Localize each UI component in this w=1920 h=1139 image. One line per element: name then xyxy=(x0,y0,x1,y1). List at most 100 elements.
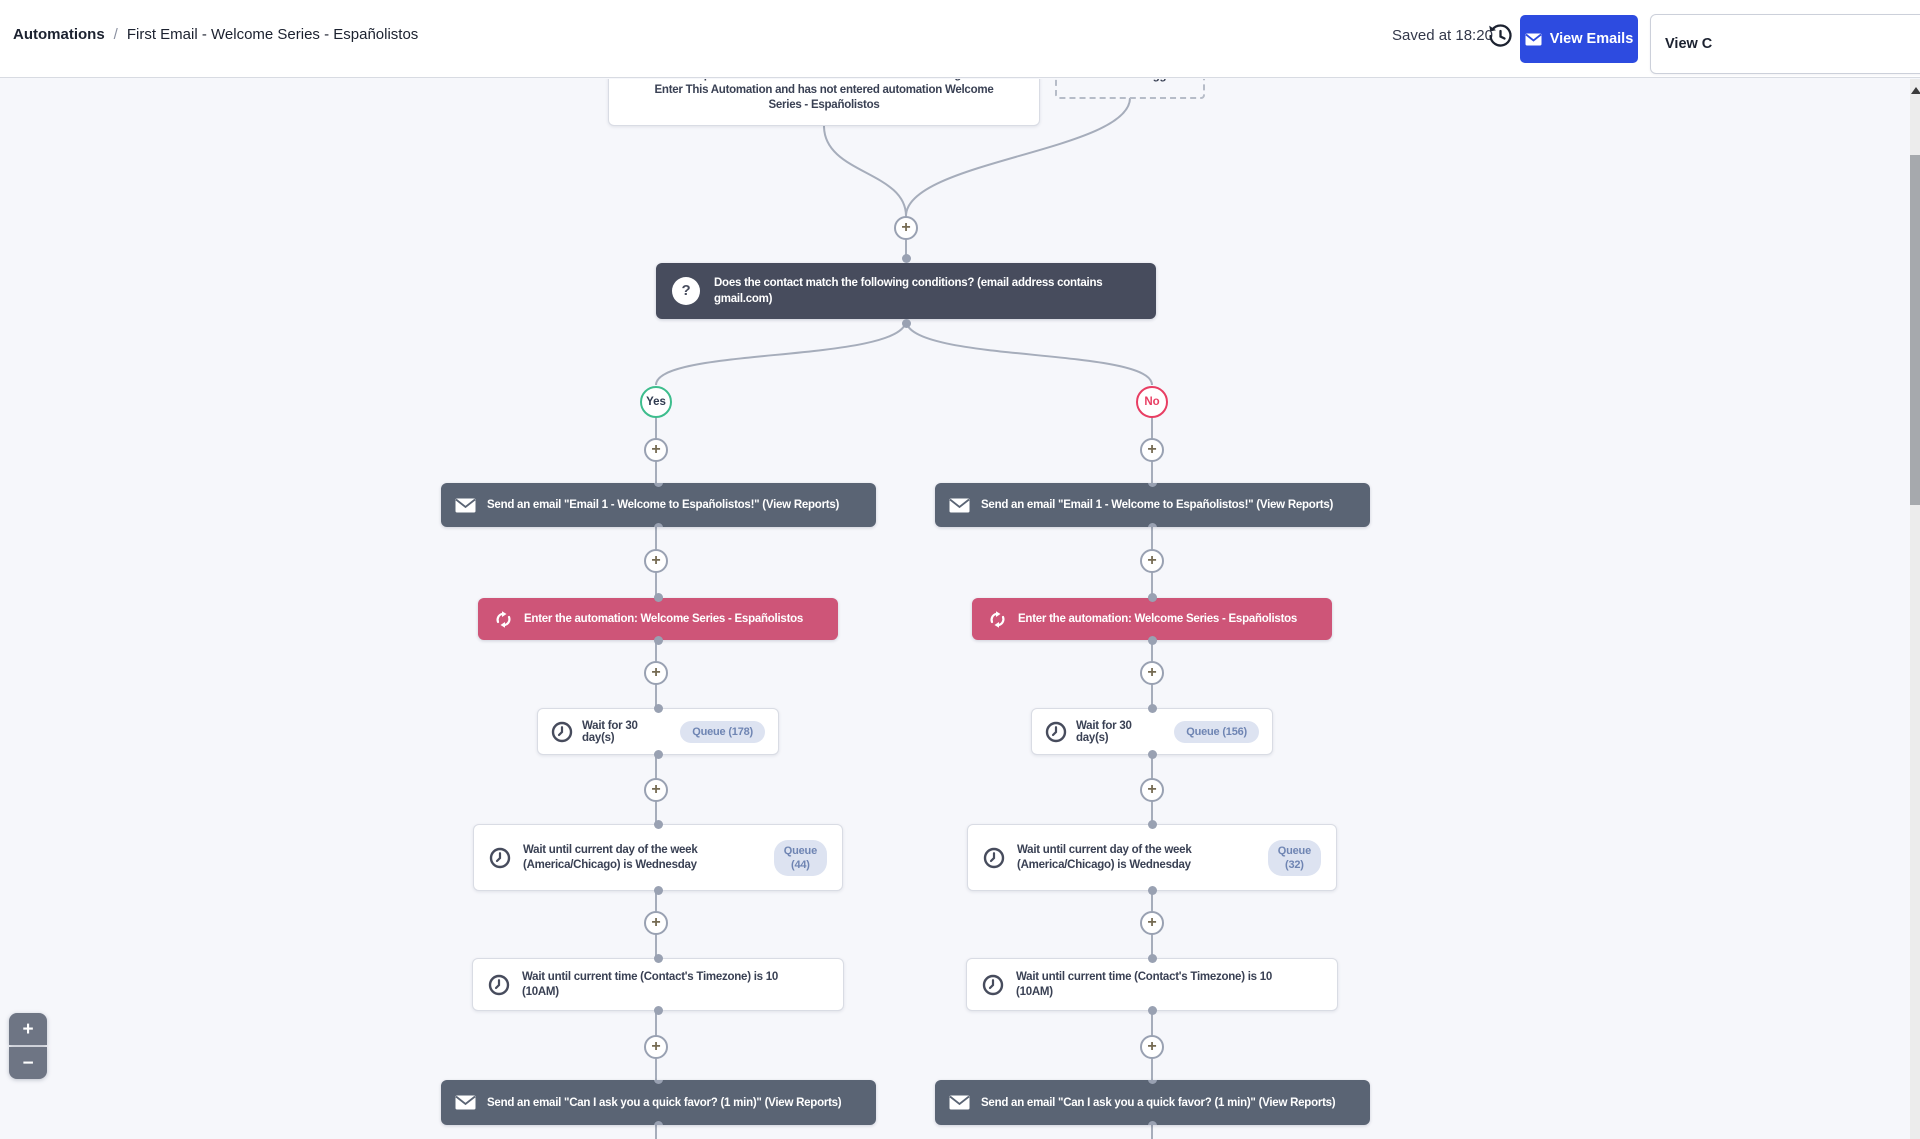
connector-dot xyxy=(654,483,663,487)
connector-dot xyxy=(1147,750,1157,759)
connector-dot xyxy=(901,254,911,263)
connector-dot xyxy=(1147,704,1157,713)
wait-node[interactable]: Wait for 30 day(s) Queue (156) xyxy=(1031,704,1273,759)
envelope-icon xyxy=(455,1095,476,1110)
add-action-button[interactable]: + xyxy=(644,1035,668,1059)
view-secondary-label: View C xyxy=(1665,36,1713,52)
send-email-node[interactable]: Send an email "Email 1 - Welcome to Espa… xyxy=(441,483,876,527)
enter-automation-node[interactable]: Enter the automation: Welcome Series - E… xyxy=(972,593,1332,645)
queue-badge[interactable]: Queue (178) xyxy=(680,720,765,743)
wait-node[interactable]: Wait until current time (Contact's Timez… xyxy=(966,954,1338,1015)
add-action-button[interactable]: + xyxy=(1140,661,1164,685)
wait-label: Wait until current time (Contact's Timez… xyxy=(522,970,779,998)
sync-icon xyxy=(496,610,511,628)
add-action-button[interactable]: + xyxy=(1140,911,1164,935)
connector-dot xyxy=(1148,1121,1157,1125)
send-email-label: Send an email "Email 1 - Welcome to Espa… xyxy=(487,499,840,511)
wait-node[interactable]: Wait for 30 day(s) Queue (178) xyxy=(537,704,779,759)
connector-dot xyxy=(1147,886,1157,895)
queue-badge[interactable]: Queue (32) xyxy=(1267,839,1321,876)
envelope-icon xyxy=(1525,33,1542,45)
connector-dot xyxy=(1148,523,1157,527)
connector-dot xyxy=(1148,1080,1157,1084)
condition-node[interactable]: ? Does the contact match the following c… xyxy=(656,254,1156,328)
zoom-in-button[interactable]: + xyxy=(9,1013,47,1045)
connector-dot xyxy=(653,886,663,895)
automation-canvas[interactable]: Series - Españolistos Series" and contac… xyxy=(0,79,1920,1139)
flow-connectors xyxy=(655,97,1153,1139)
wait-label: Wait until current day of the week (Amer… xyxy=(523,843,698,871)
breadcrumb-automations-link[interactable]: Automations xyxy=(13,26,105,43)
connector-dot xyxy=(653,750,663,759)
connector-dot xyxy=(653,820,663,829)
clock-icon xyxy=(1045,721,1067,742)
yes-branch-badge: Yes xyxy=(640,386,672,418)
add-action-button[interactable]: + xyxy=(1140,438,1164,462)
add-action-button[interactable]: + xyxy=(1140,778,1164,802)
plus-icon: + xyxy=(1147,552,1157,569)
no-branch-badge: No xyxy=(1136,386,1168,418)
wait-label: Wait until current time (Contact's Timez… xyxy=(1016,970,1273,998)
add-action-button[interactable]: + xyxy=(644,661,668,685)
page-title: First Email - Welcome Series - Españolis… xyxy=(126,26,419,43)
add-action-button[interactable]: + xyxy=(644,778,668,802)
connector-dot xyxy=(1147,1006,1157,1015)
scrollbar-thumb[interactable] xyxy=(1910,155,1920,505)
plus-icon: + xyxy=(651,441,661,458)
enter-automation-label: Enter the automation: Welcome Series - E… xyxy=(524,613,804,625)
plus-icon: + xyxy=(1147,781,1157,798)
vertical-scrollbar[interactable] xyxy=(1910,79,1920,1139)
send-email-node[interactable]: Send an email "Can I ask you a quick fav… xyxy=(441,1080,876,1125)
send-email-label: Send an email "Can I ask you a quick fav… xyxy=(981,1096,1336,1109)
plus-icon: + xyxy=(651,1038,661,1055)
add-action-button[interactable]: + xyxy=(644,438,668,462)
send-email-label: Send an email "Can I ask you a quick fav… xyxy=(487,1096,842,1109)
add-action-button[interactable]: + xyxy=(894,216,918,240)
scroll-up-arrow-icon[interactable] xyxy=(1911,87,1920,94)
view-emails-button[interactable]: View Emails xyxy=(1520,15,1638,63)
breadcrumb-separator: / xyxy=(113,26,118,43)
condition-label: Does the contact match the following con… xyxy=(714,277,1103,305)
queue-badge[interactable]: Queue (156) xyxy=(1174,720,1259,743)
add-action-button[interactable]: + xyxy=(644,549,668,573)
add-action-button[interactable]: + xyxy=(644,911,668,935)
wait-node[interactable]: Wait until current day of the week (Amer… xyxy=(967,820,1337,895)
send-email-node[interactable]: Send an email "Email 1 - Welcome to Espa… xyxy=(935,483,1370,527)
breadcrumb: Automations / First Email - Welcome Seri… xyxy=(13,26,418,43)
connector-dot xyxy=(653,636,663,645)
connector-dot xyxy=(654,523,663,527)
trigger-text-line3: Series - Españolistos xyxy=(768,99,880,111)
send-email-node[interactable]: Send an email "Can I ask you a quick fav… xyxy=(935,1080,1370,1125)
clock-icon xyxy=(551,721,573,742)
wait-label: Wait for 30 day(s) xyxy=(582,719,638,744)
trigger-node[interactable]: Series - Españolistos Series" and contac… xyxy=(608,79,1040,126)
add-action-button[interactable]: + xyxy=(1140,1035,1164,1059)
connector-dot xyxy=(653,1006,663,1015)
plus-icon: + xyxy=(651,552,661,569)
plus-icon: + xyxy=(651,664,661,681)
connector-dot xyxy=(901,319,911,328)
connector-dot xyxy=(1148,483,1157,487)
revision-history-icon[interactable] xyxy=(1486,22,1514,50)
zoom-out-button[interactable]: − xyxy=(9,1047,47,1079)
connector-dot xyxy=(653,704,663,713)
plus-icon: + xyxy=(651,914,661,931)
connector-dot xyxy=(653,954,663,963)
enter-automation-node[interactable]: Enter the automation: Welcome Series - E… xyxy=(478,593,838,645)
wait-node[interactable]: Wait until current time (Contact's Timez… xyxy=(472,954,844,1015)
envelope-icon xyxy=(455,498,476,512)
add-new-trigger-label: Add a new trigger xyxy=(1083,79,1177,82)
wait-label: Wait for 30 day(s) xyxy=(1076,719,1132,744)
add-new-trigger-button[interactable]: Add a new trigger xyxy=(1055,79,1205,99)
plus-icon: + xyxy=(1147,441,1157,458)
add-action-button[interactable]: + xyxy=(1140,549,1164,573)
queue-badge[interactable]: Queue (44) xyxy=(773,839,827,876)
saved-status: Saved at 18:20 xyxy=(1392,27,1493,44)
connector-dot xyxy=(654,1080,663,1084)
view-secondary-button[interactable]: View C xyxy=(1650,14,1920,74)
clock-icon xyxy=(489,847,511,868)
wait-node[interactable]: Wait until current day of the week (Amer… xyxy=(473,820,843,895)
plus-icon: + xyxy=(651,781,661,798)
question-icon: ? xyxy=(672,277,700,305)
connector-dot xyxy=(654,1121,663,1125)
